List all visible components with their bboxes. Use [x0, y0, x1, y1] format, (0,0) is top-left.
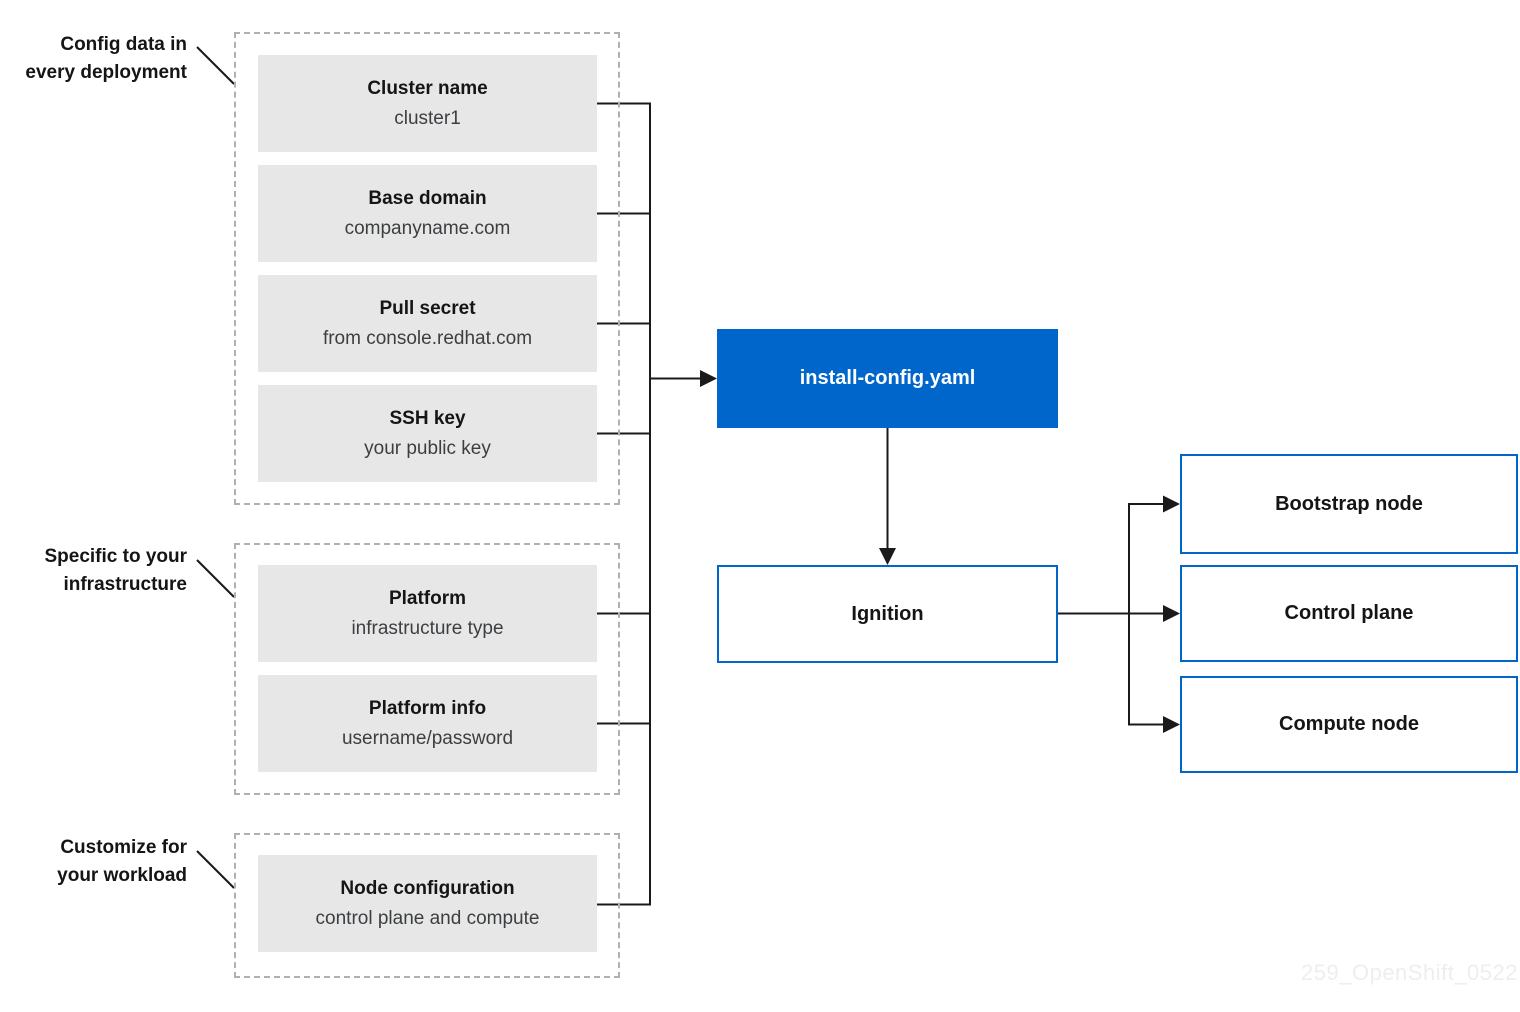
item-subtitle: control plane and compute: [315, 907, 540, 929]
compute-node-box: Compute node: [1180, 676, 1518, 773]
item-subtitle: your public key: [364, 437, 491, 459]
item-base-domain: Base domain companyname.com: [258, 165, 597, 262]
compute-node-label: Compute node: [1279, 713, 1419, 735]
item-subtitle: infrastructure type: [351, 617, 504, 639]
item-title: Platform info: [368, 697, 487, 719]
arrowhead-control-plane: [1163, 605, 1180, 622]
install-config-yaml-box: install-config.yaml: [717, 329, 1058, 428]
bootstrap-node-label: Bootstrap node: [1275, 492, 1423, 515]
callout-line: infrastructure: [63, 574, 187, 595]
install-config-yaml-label: install-config.yaml: [799, 367, 976, 389]
arrowhead-bootstrap: [1163, 495, 1180, 513]
callout-config-data: Config data in every deployment: [0, 31, 187, 87]
item-subtitle: cluster1: [394, 107, 461, 129]
leader-config-data: [196, 46, 235, 85]
leader-customize-workload: [196, 850, 235, 889]
group-customize-workload: [234, 833, 620, 978]
callout-line: Specific to your: [44, 546, 187, 567]
item-title: Base domain: [368, 187, 487, 209]
ignition-label: Ignition: [851, 602, 924, 625]
group-specific-infrastructure: [234, 543, 620, 795]
arrowhead-compute: [1163, 716, 1180, 733]
item-platform: Platform infrastructure type: [258, 565, 597, 662]
callout-customize-workload: Customize for your workload: [0, 834, 187, 890]
item-node-configuration: Node configuration control plane and com…: [258, 855, 597, 952]
item-title: SSH key: [389, 407, 466, 429]
callout-specific-infrastructure: Specific to your infrastructure: [0, 543, 187, 599]
leader-specific-infra: [196, 559, 235, 598]
arrowhead-install-config: [700, 370, 717, 387]
item-platform-info: Platform info username/password: [258, 675, 597, 772]
item-subtitle: username/password: [341, 727, 514, 749]
watermark-text: 259_OpenShift_0522: [1301, 960, 1518, 985]
callout-line: Customize for: [60, 837, 187, 858]
item-title: Platform: [388, 587, 467, 609]
item-title: Node configuration: [340, 877, 515, 899]
item-title: Cluster name: [367, 77, 488, 99]
group-config-data: [234, 32, 620, 505]
callout-line: Config data in: [60, 34, 187, 55]
item-ssh-key: SSH key your public key: [258, 385, 597, 482]
item-subtitle: from console.redhat.com: [322, 327, 533, 349]
item-title: Pull secret: [379, 297, 476, 319]
arrowhead-ignition: [879, 548, 896, 565]
ignition-box: Ignition: [717, 565, 1058, 663]
control-plane-label: Control plane: [1284, 602, 1414, 624]
bootstrap-node-box: Bootstrap node: [1180, 454, 1518, 554]
item-pull-secret: Pull secret from console.redhat.com: [258, 275, 597, 372]
callout-line: your workload: [57, 865, 187, 886]
item-cluster-name: Cluster name cluster1: [258, 55, 597, 152]
item-subtitle: companyname.com: [344, 217, 511, 239]
callout-line: every deployment: [25, 62, 187, 83]
control-plane-box: Control plane: [1180, 565, 1518, 662]
